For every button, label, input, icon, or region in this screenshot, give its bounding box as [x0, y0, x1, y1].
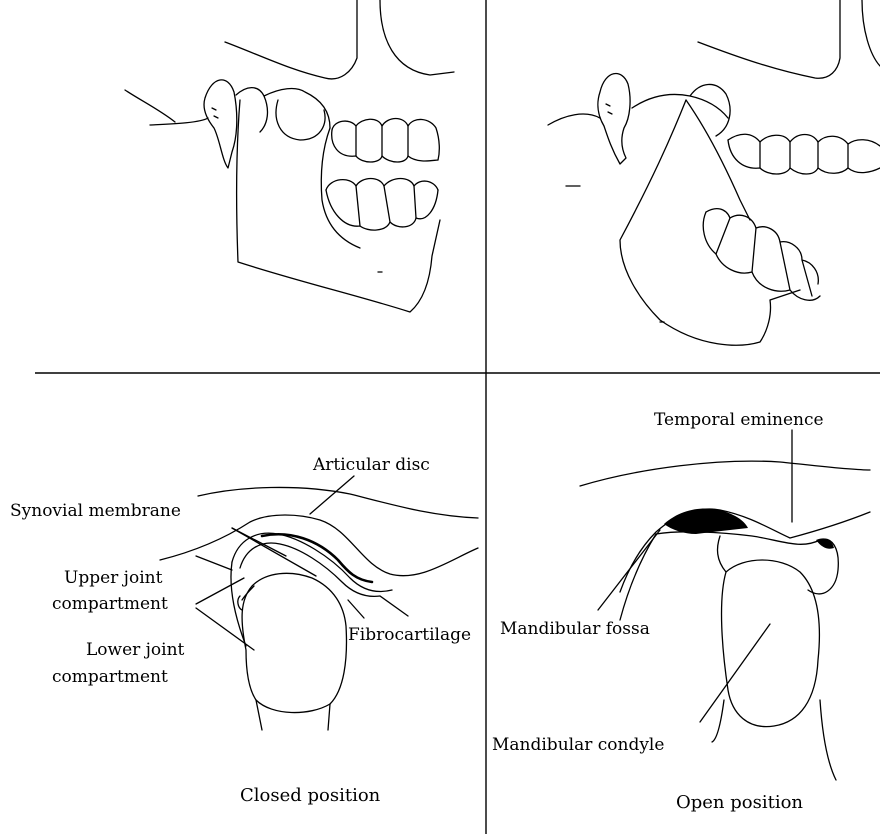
label-upper-joint-line2: compartment: [52, 594, 168, 614]
label-fibrocartilage: Fibrocartilage: [348, 625, 471, 645]
caption-closed-position: Closed position: [240, 785, 381, 806]
label-articular-disc: Articular disc: [312, 455, 430, 475]
label-lower-joint-line1: Lower joint: [86, 640, 185, 660]
skull-open-illustration: [548, 0, 880, 345]
tmj-open-detail: [580, 430, 870, 780]
label-temporal-eminence: Temporal eminence: [654, 410, 824, 430]
skull-closed-illustration: [125, 0, 454, 312]
tmj-closed-detail: [160, 476, 478, 730]
label-upper-joint-line1: Upper joint: [64, 568, 163, 588]
label-synovial-membrane: Synovial membrane: [10, 501, 181, 521]
label-lower-joint-line2: compartment: [52, 667, 168, 687]
caption-open-position: Open position: [676, 792, 803, 813]
label-mandibular-condyle: Mandibular condyle: [492, 735, 664, 755]
label-mandibular-fossa: Mandibular fossa: [500, 619, 650, 639]
